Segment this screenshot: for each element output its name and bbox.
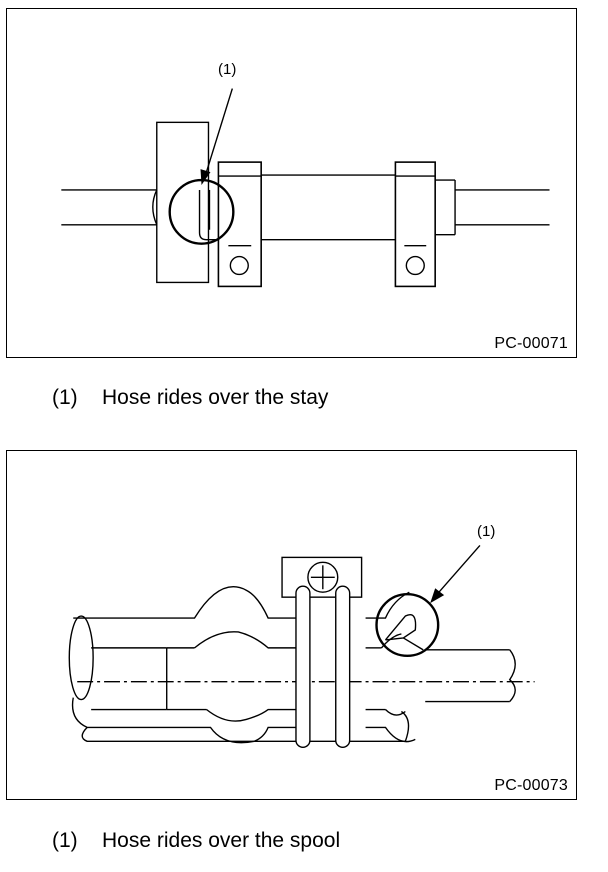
callout-label: (1) [477,523,496,540]
figure-code: PC-00071 [494,335,568,352]
caption-2: (1) Hose rides over the spool [52,829,340,853]
caption-text: Hose rides over the spool [102,829,341,852]
figure-hose-over-stay: (1) PC-00071 [6,8,577,358]
caption-1: (1) Hose rides over the stay [52,386,328,410]
figure-code: PC-00073 [494,777,568,794]
figure-hose-over-spool: (1) PC-00073 [6,450,577,800]
caption-number: (1) [52,386,78,409]
hose-stay-illustration [61,88,550,288]
caption-number: (1) [52,829,78,852]
caption-text: Hose rides over the stay [102,386,329,409]
hose-spool-illustration [68,544,535,748]
callout-label: (1) [218,61,237,78]
